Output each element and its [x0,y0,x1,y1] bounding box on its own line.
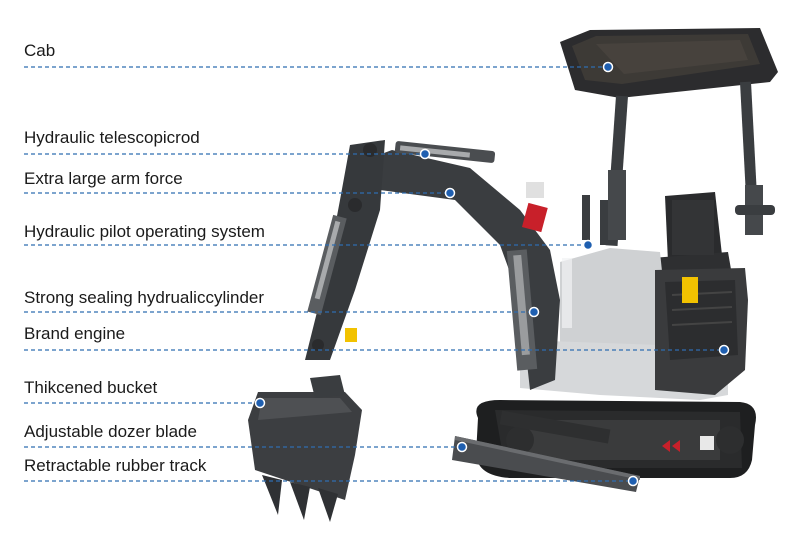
boom [360,150,560,390]
callout-label-engine: Brand engine [24,324,126,343]
bucket [248,375,362,522]
callout-label-hydraulic-cylinder: Strong sealing hydrualiccylinder [24,288,265,307]
callout-label-bucket: Thikcened bucket [24,378,158,397]
marker-dot-cab [602,61,614,73]
callout-label-dozer-blade: Adjustable dozer blade [24,422,197,441]
marker-dot-engine [718,344,730,356]
operator-seat [652,192,732,282]
marker-dot-arm-force [444,187,456,199]
callout-label-telescopic-rod: Hydraulic telescopicrod [24,128,200,147]
canopy [560,28,778,247]
arm [305,140,496,360]
callout-label-rubber-track: Retractable rubber track [24,456,207,475]
marker-dot-dozer-blade [456,441,468,453]
leader-lines [24,66,724,482]
marker-dot-telescopic-rod [419,148,431,160]
marker-dot-rubber-track [627,475,639,487]
marker-dot-pilot-system [582,239,594,251]
callout-label-arm-force: Extra large arm force [24,169,183,188]
marker-dot-bucket [254,397,266,409]
callout-label-pilot-system: Hydraulic pilot operating system [24,222,265,241]
callout-markers [254,61,730,487]
upper-body [520,248,748,400]
callout-label-cab: Cab [24,41,56,60]
marker-dot-hydraulic-cylinder [528,306,540,318]
dozer-blade [452,410,640,492]
